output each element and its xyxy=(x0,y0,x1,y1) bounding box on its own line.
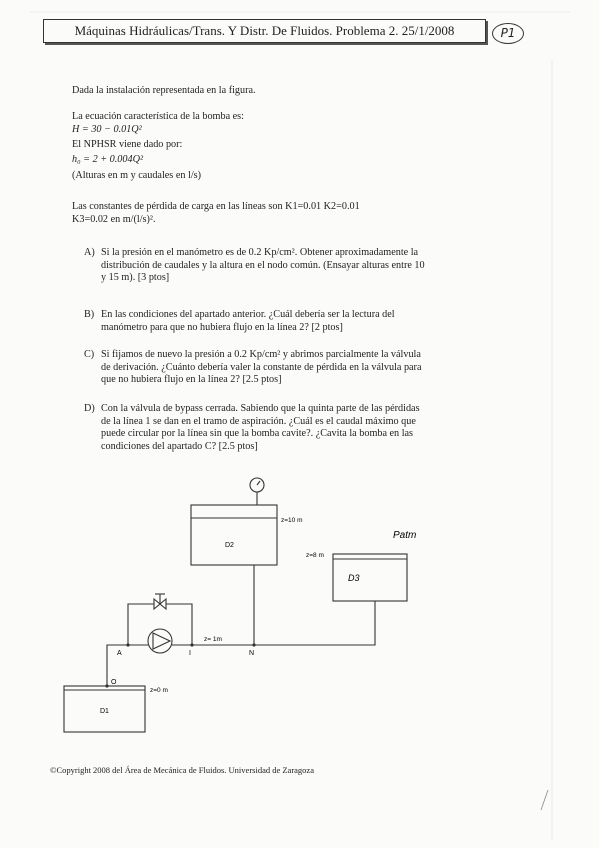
question-line: y 15 m). [3 ptos] xyxy=(101,272,170,283)
node-n-marker xyxy=(252,643,256,647)
node-i-marker xyxy=(190,643,194,647)
intro-line-4: (Alturas en m y caudales en l/s) xyxy=(72,170,202,181)
question-label: B) xyxy=(84,309,95,320)
question-c: C) Si fijamos de nuevo la presión a 0.2 … xyxy=(84,349,474,387)
intro-line-5: Las constantes de pérdida de carga en la… xyxy=(72,201,360,212)
intro-line-1: Dada la instalación representada en la f… xyxy=(72,85,256,96)
npshr-equation: h₀ = 2 + 0.004Q² xyxy=(72,154,143,165)
question-line: que no hubiera flujo en la línea 2? [2.5… xyxy=(101,374,282,385)
pump-line-elevation: z= 1m xyxy=(204,636,222,643)
question-line: En las condiciones del apartado anterior… xyxy=(101,309,395,320)
node-a-marker xyxy=(126,643,130,647)
question-label: D) xyxy=(84,403,95,414)
tank-d3-pressure: Patm xyxy=(393,530,416,541)
node-a-label: A xyxy=(117,650,122,657)
pump-icon xyxy=(147,628,173,654)
node-o-marker xyxy=(105,684,109,688)
question-line: condiciones del apartado C? [2.5 ptos] xyxy=(101,440,258,452)
question-line: de derivación. ¿Cuánto debería valer la … xyxy=(101,361,422,373)
question-line: manómetro para que no hubiera flujo en l… xyxy=(101,321,343,333)
tank-d1-elevation: z=0 m xyxy=(150,687,168,694)
question-label: A) xyxy=(84,247,95,258)
tank-d3-label: D3 xyxy=(348,573,360,583)
question-line: puede circular por la línea sin que la b… xyxy=(101,428,414,439)
tank-d1-label: D1 xyxy=(100,708,109,715)
question-b: B) En las condiciones del apartado anter… xyxy=(84,309,474,334)
header-title: Máquinas Hidráulicas/Trans. Y Distr. De … xyxy=(43,19,486,43)
question-line: de la línea 1 se dan en el tramo de aspi… xyxy=(101,415,416,427)
node-o-label: O xyxy=(111,679,117,686)
question-line: Con la válvula de bypass cerrada. Sabien… xyxy=(101,403,420,414)
tank-d2-elevation: z=10 m xyxy=(281,517,303,524)
question-line: Si la presión en el manómetro es de 0.2 … xyxy=(101,247,419,258)
page-badge: P1 xyxy=(492,23,524,44)
tank-d2 xyxy=(190,504,278,566)
tank-d1 xyxy=(63,685,146,733)
intro-line-2: La ecuación característica de la bomba e… xyxy=(72,111,244,122)
node-i-label: I xyxy=(189,650,191,657)
tank-d2-label: D2 xyxy=(225,542,234,549)
question-line: distribución de caudales y la altura en … xyxy=(101,259,425,271)
copyright-footer: ©Copyright 2008 del Área de Mecánica de … xyxy=(50,765,314,775)
node-n-label: N xyxy=(249,650,254,657)
question-label: C) xyxy=(84,349,95,360)
pump-equation: H = 30 − 0.01Q² xyxy=(72,124,142,135)
intro-line-3: El NPHSR viene dado por: xyxy=(72,139,183,150)
question-a: A) Si la presión en el manómetro es de 0… xyxy=(84,247,474,285)
question-line: Si fijamos de nuevo la presión a 0.2 Kp/… xyxy=(101,349,421,360)
valve-icon xyxy=(153,593,167,611)
intro-line-6: K3=0.02 en m/(l/s)². xyxy=(72,214,156,225)
tank-d3 xyxy=(332,553,408,602)
question-d: D) Con la válvula de bypass cerrada. Sab… xyxy=(84,403,474,453)
tank-d3-elevation: z=8 m xyxy=(306,552,324,559)
